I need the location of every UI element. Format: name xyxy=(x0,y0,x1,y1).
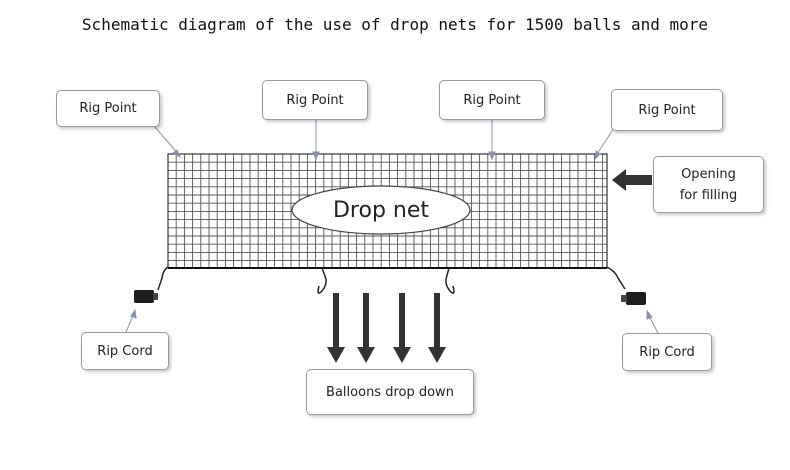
balloons-drop-down-label: Balloons drop down xyxy=(306,369,474,415)
left-hook-icon xyxy=(317,267,327,294)
right-rip-cord-clip-icon xyxy=(621,292,646,305)
rig-point-1-pointer-head xyxy=(172,149,182,159)
rig-point-3-pointer-head xyxy=(488,151,496,161)
diagram-title: Schematic diagram of the use of drop net… xyxy=(81,15,709,34)
rig-point-2-pointer-head xyxy=(312,151,320,161)
opening-for-filling-label: Opening for filling xyxy=(653,156,764,213)
left-rip-cord-label: Rip Cord xyxy=(81,332,169,370)
right-rip-cord-label: Rip Cord xyxy=(622,333,712,371)
opening-arrow-icon xyxy=(612,169,652,191)
drop-net-label: Drop net xyxy=(332,197,430,223)
drop-arrow-3-icon xyxy=(393,293,411,363)
drop-arrow-1-icon xyxy=(327,293,345,363)
rig-point-4-label: Rig Point xyxy=(611,89,723,131)
right-cord-line xyxy=(606,266,626,290)
rig-point-1-label: Rig Point xyxy=(56,90,160,127)
right-rip-cord-pointer-head xyxy=(646,309,653,320)
left-cord-line xyxy=(157,266,169,291)
left-rip-cord-pointer-head xyxy=(130,308,137,319)
rig-point-2-label: Rig Point xyxy=(262,80,368,120)
left-rip-cord-clip-icon xyxy=(134,290,158,303)
drop-arrows xyxy=(327,293,446,363)
rig-point-3-label: Rig Point xyxy=(439,80,545,120)
drop-net-label-ellipse xyxy=(291,185,471,235)
right-hook-icon xyxy=(445,267,455,294)
drop-arrow-4-icon xyxy=(428,293,446,363)
drop-arrow-2-icon xyxy=(357,293,375,363)
rig-point-4-pointer-head xyxy=(594,150,601,161)
